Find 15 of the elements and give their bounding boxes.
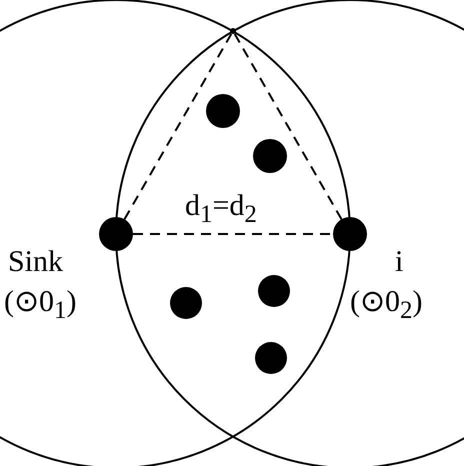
node-caption: i xyxy=(395,246,404,278)
node-dot xyxy=(258,275,290,307)
node-dot xyxy=(333,217,367,251)
dashed-line xyxy=(234,33,342,220)
node-caption: (⊙0$_{2}$) xyxy=(350,286,422,326)
node-dot xyxy=(255,342,287,374)
node-caption: (⊙0$_{1}$) xyxy=(4,286,76,326)
intersection-point xyxy=(230,28,236,34)
node-caption: Sink xyxy=(8,246,64,278)
dashed-line xyxy=(133,233,333,235)
node-dot xyxy=(170,287,202,319)
dashed-line xyxy=(124,33,232,220)
node-dot xyxy=(253,139,287,173)
node-dot xyxy=(206,94,240,128)
node-dot xyxy=(99,217,133,251)
